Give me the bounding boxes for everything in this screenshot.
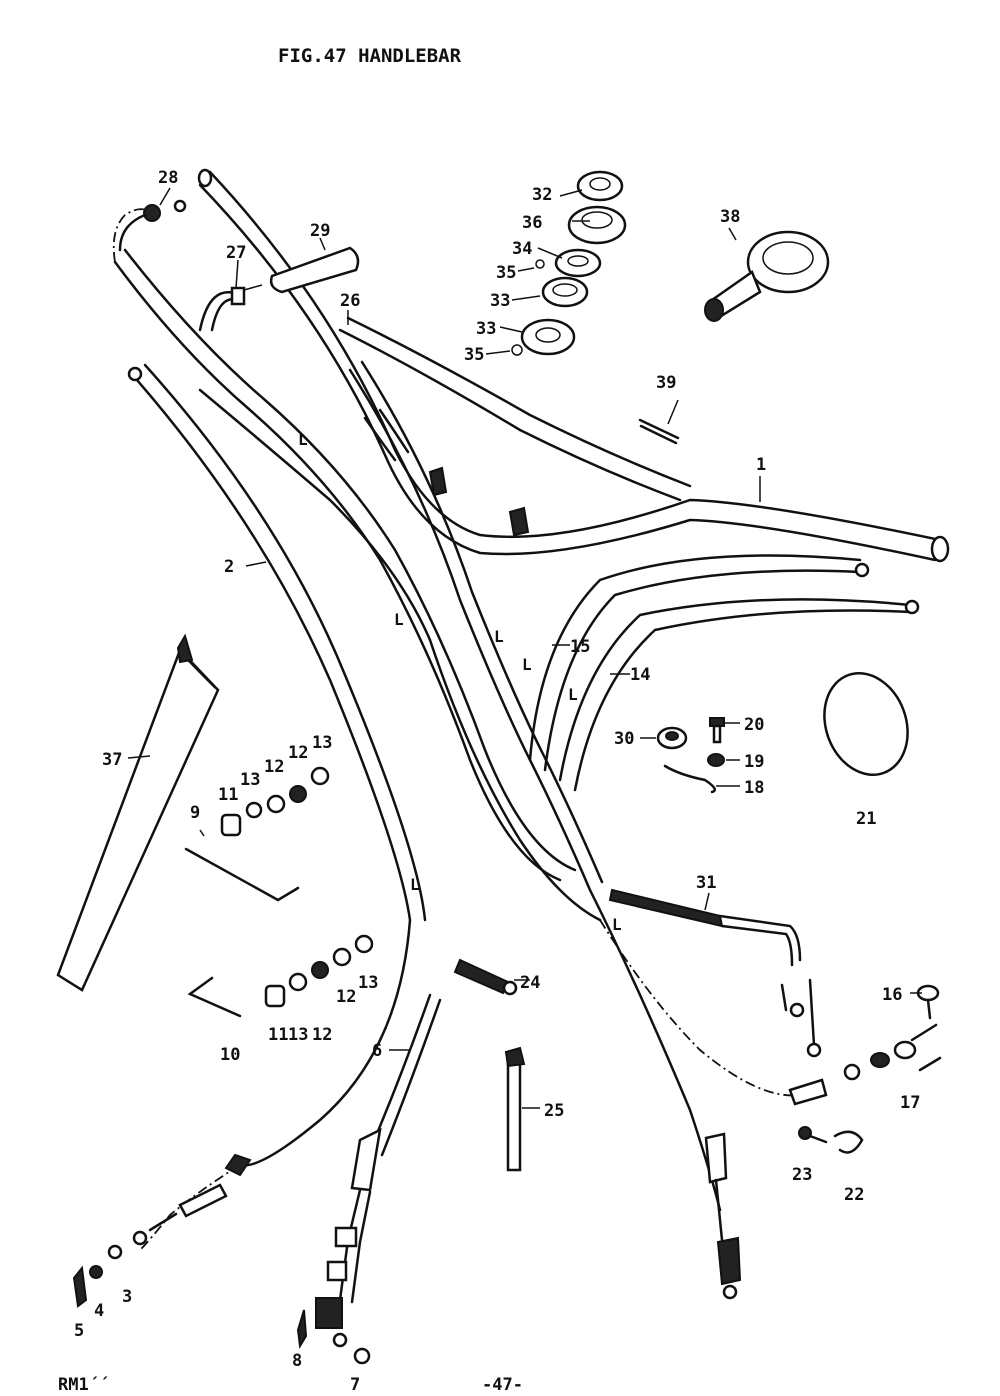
cable-end-right — [704, 1132, 742, 1300]
callout-c12a: 12 — [264, 757, 284, 777]
bolt-part-10 — [187, 976, 242, 1018]
callout-c32: 32 — [532, 185, 552, 205]
callout-c22: 22 — [844, 1185, 864, 1205]
callout-c8: 8 — [292, 1351, 302, 1371]
callout-c35b: 35 — [464, 345, 484, 365]
throttle-cable-set — [348, 360, 920, 1212]
callout-c2: 2 — [224, 557, 234, 577]
switch-rings-stack — [511, 170, 627, 356]
spring-part-18 — [663, 764, 716, 794]
nut-part-19 — [707, 753, 725, 767]
cable-end-parts-3-4-5 — [72, 1153, 252, 1308]
bolt-part-39 — [638, 418, 680, 445]
callout-c11a: 11 — [218, 785, 238, 805]
callout-c21: 21 — [856, 809, 876, 829]
spring-part-24 — [453, 958, 518, 996]
callout-c27: 27 — [226, 243, 246, 263]
cable-end-part-28 — [118, 199, 187, 252]
clip-part-22 — [833, 1130, 864, 1154]
callout-c20: 20 — [744, 715, 764, 735]
footer-model: RM1´´ — [58, 1375, 109, 1395]
pin-part-8 — [296, 1309, 308, 1349]
callout-c3: 3 — [122, 1287, 132, 1307]
callout-c11b: 11 — [268, 1025, 288, 1045]
grip-part-29 — [269, 246, 360, 294]
switch-housing-part-38 — [704, 230, 830, 322]
callout-c15: 15 — [570, 637, 590, 657]
callout-c33a: 33 — [490, 291, 510, 311]
cable-part-27 — [198, 284, 263, 332]
callout-c13c: 13 — [288, 1025, 308, 1045]
callout-c13b: 13 — [312, 733, 332, 753]
callout-c13a: 13 — [240, 770, 260, 790]
callout-c24: 24 — [520, 973, 540, 993]
callout-c37: 37 — [102, 750, 122, 770]
clamp-part-30 — [656, 726, 688, 750]
callout-c6: 6 — [372, 1041, 382, 1061]
cable-clutch-set — [112, 208, 801, 1097]
callout-c12b: 12 — [288, 743, 308, 763]
callout-c25: 25 — [544, 1101, 564, 1121]
callout-c33b: 33 — [476, 319, 496, 339]
adjuster-part-17 — [788, 1023, 942, 1106]
callout-c31: 31 — [696, 873, 716, 893]
callout-c12c: 12 — [312, 1025, 332, 1045]
callout-c5: 5 — [74, 1321, 84, 1341]
length-mark-L5: L — [568, 685, 578, 704]
callout-c12d: 12 — [336, 987, 356, 1007]
bolt-part-9 — [184, 829, 300, 902]
o-ring-part-21 — [823, 672, 909, 776]
leader-lines — [127, 187, 922, 1109]
screw-part-16 — [916, 984, 940, 1020]
bolt-part-23 — [798, 1126, 828, 1144]
length-mark-L1: L — [298, 430, 308, 449]
callout-c18: 18 — [744, 778, 764, 798]
callout-c14: 14 — [630, 665, 650, 685]
figure-title: FIG.47 HANDLEBAR — [278, 45, 462, 67]
callout-c17: 17 — [900, 1093, 920, 1113]
callout-labels: 1234567891011111212121213131313141516171… — [74, 168, 920, 1395]
callout-c29: 29 — [310, 221, 330, 241]
callout-c10: 10 — [220, 1045, 240, 1065]
callout-c16: 16 — [882, 985, 902, 1005]
cable-part-2 — [127, 363, 427, 1251]
tube-part-37 — [56, 633, 220, 992]
callout-c26: 26 — [340, 291, 360, 311]
screw-part-20 — [709, 717, 725, 744]
callout-c36: 36 — [522, 213, 542, 233]
rod-part-25 — [504, 1046, 526, 1172]
length-mark-L2: L — [394, 610, 404, 629]
cable-part-31 — [608, 888, 822, 1058]
callout-c13d: 13 — [358, 973, 378, 993]
callout-c38: 38 — [720, 207, 740, 227]
callout-c19: 19 — [744, 752, 764, 772]
callout-c35a: 35 — [496, 263, 516, 283]
washer-set-upper — [220, 766, 330, 837]
callout-c1: 1 — [756, 455, 766, 475]
cable-part-6 — [315, 993, 442, 1365]
callout-c7: 7 — [350, 1375, 360, 1395]
footer-page-number: -47- — [482, 1375, 523, 1395]
handlebar-part-1 — [197, 168, 950, 563]
callout-c23: 23 — [792, 1165, 812, 1185]
callout-c34: 34 — [512, 239, 532, 259]
length-mark-L4: L — [522, 655, 532, 674]
callout-c4: 4 — [94, 1301, 104, 1321]
length-mark-L7: L — [612, 915, 622, 934]
washer-set-lower — [264, 934, 374, 1008]
callout-c39: 39 — [656, 373, 676, 393]
callout-c30: 30 — [614, 729, 634, 749]
callout-c9: 9 — [190, 803, 200, 823]
callout-c28: 28 — [158, 168, 178, 188]
length-mark-L6: L — [410, 875, 420, 894]
length-mark-L3: L — [494, 627, 504, 646]
